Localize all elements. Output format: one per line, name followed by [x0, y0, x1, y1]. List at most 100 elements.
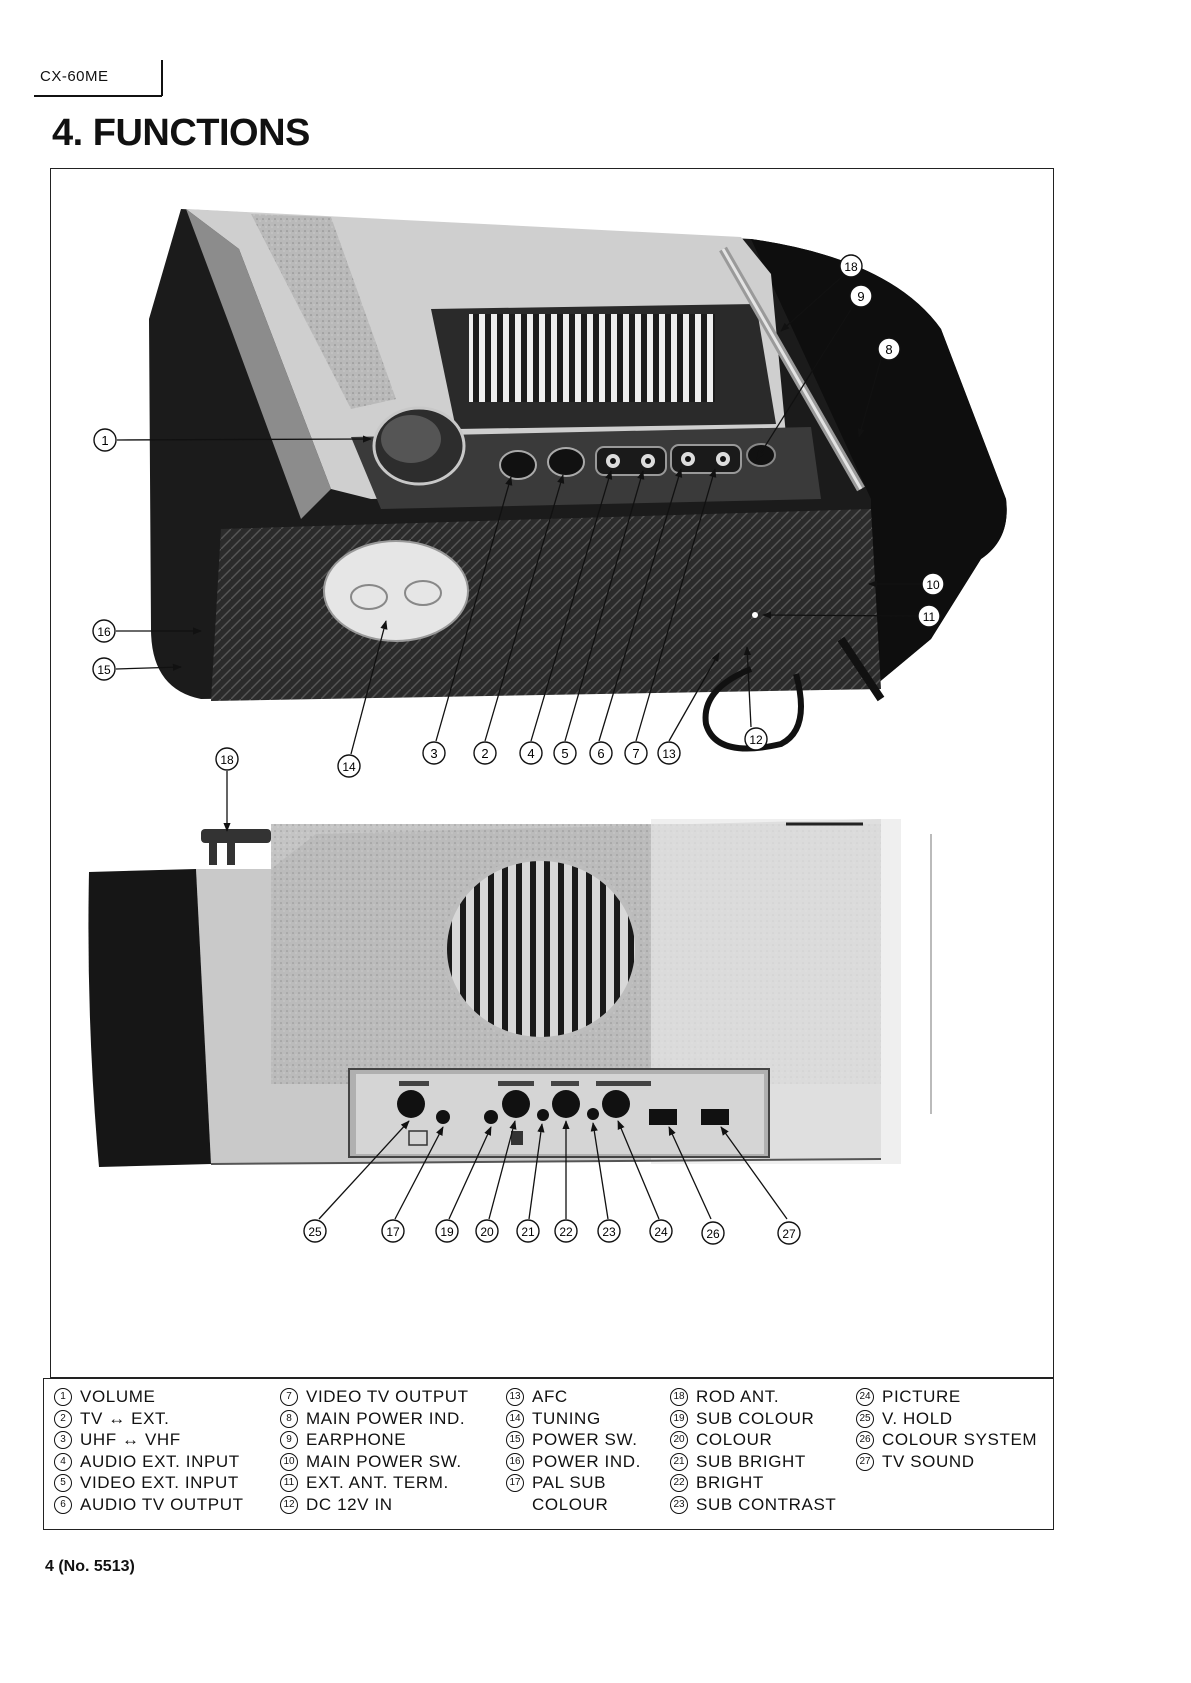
figure-illustration: 1 18 9 8 10 11 16 15 14 3 2 4 5 6 7 13 1… — [88, 209, 1007, 1245]
legend-label: BRIGHT — [696, 1473, 764, 1492]
legend-label: POWER IND. — [532, 1451, 641, 1471]
callout-25: 25 — [303, 1219, 327, 1243]
legend-number: 20 — [670, 1431, 688, 1449]
legend-label: PAL SUB — [532, 1473, 607, 1492]
callout-15: 15 — [92, 657, 116, 681]
legend-label: SUB CONTRAST — [696, 1494, 837, 1514]
legend-number: 25 — [856, 1409, 874, 1428]
tv-side-view — [88, 819, 932, 1167]
legend-number: 10 — [280, 1452, 298, 1471]
callout-4: 4 — [519, 741, 543, 765]
callout-24: 24 — [649, 1219, 673, 1243]
legend-label: UHF ↔ VHF — [80, 1430, 181, 1449]
top-leader-lines — [115, 273, 921, 832]
legend-number: 17 — [506, 1474, 524, 1492]
svg-text:6: 6 — [597, 746, 604, 761]
svg-text:11: 11 — [923, 610, 936, 624]
svg-text:1: 1 — [101, 433, 108, 448]
callout-20: 20 — [475, 1219, 499, 1243]
legend-number: 14 — [506, 1409, 524, 1428]
legend-number: 18 — [670, 1388, 688, 1406]
callout-13: 13 — [657, 741, 681, 765]
legend-label: VIDEO EXT. INPUT — [80, 1473, 239, 1492]
legend-number: 21 — [670, 1452, 688, 1471]
legend-number: 6 — [54, 1495, 72, 1514]
legend-item: 6 AUDIO TV OUTPUT — [54, 1495, 244, 1517]
svg-text:13: 13 — [662, 747, 676, 761]
model-tag: CX-60ME — [40, 68, 109, 85]
legend-number: 19 — [670, 1409, 688, 1428]
figure-frame: 1 18 9 8 10 11 16 15 14 3 2 4 5 6 7 13 1… — [50, 168, 1054, 1378]
legend-number: 26 — [856, 1431, 874, 1449]
legend-item: 14 TUNING — [506, 1409, 641, 1431]
legend-label: VOLUME — [80, 1387, 156, 1406]
legend-label: TV ↔ EXT. — [80, 1408, 170, 1428]
callout-27: 27 — [777, 1221, 801, 1245]
legend-label: MAIN POWER SW. — [306, 1451, 462, 1471]
legend-number: 11 — [280, 1474, 298, 1492]
svg-text:27: 27 — [782, 1227, 796, 1241]
svg-text:20: 20 — [480, 1225, 494, 1239]
svg-text:3: 3 — [430, 746, 437, 761]
legend-item: 17 PAL SUB — [506, 1473, 641, 1495]
legend-number: 5 — [54, 1474, 72, 1492]
svg-text:21: 21 — [521, 1225, 535, 1239]
callout-12: 12 — [744, 727, 768, 751]
legend-label: PICTURE — [882, 1387, 961, 1406]
legend-item: 3 UHF ↔ VHF — [54, 1430, 244, 1452]
legend-item: 11 EXT. ANT. TERM. — [280, 1473, 469, 1495]
svg-text:17: 17 — [386, 1225, 400, 1239]
callout-17: 17 — [381, 1219, 405, 1243]
legend-number: 13 — [506, 1388, 524, 1406]
callout-8: 8 — [877, 337, 901, 361]
svg-text:2: 2 — [481, 746, 488, 761]
svg-text:18: 18 — [220, 753, 234, 767]
legend-label: AUDIO EXT. INPUT — [80, 1451, 240, 1471]
legend-label: EXT. ANT. TERM. — [306, 1473, 449, 1492]
svg-text:8: 8 — [885, 342, 892, 357]
legend-number: 8 — [280, 1409, 298, 1428]
callout-6: 6 — [589, 741, 613, 765]
legend-item: 5 VIDEO EXT. INPUT — [54, 1473, 244, 1495]
legend-item: 4 AUDIO EXT. INPUT — [54, 1452, 244, 1474]
callout-5: 5 — [553, 741, 577, 765]
legend-label: COLOUR — [532, 1494, 609, 1514]
svg-text:14: 14 — [342, 760, 356, 774]
legend-label: TV SOUND — [882, 1451, 975, 1471]
legend-number: 22 — [670, 1474, 688, 1492]
svg-text:22: 22 — [559, 1225, 573, 1239]
svg-text:25: 25 — [308, 1225, 322, 1239]
legend-number: 7 — [280, 1388, 298, 1406]
svg-text:16: 16 — [97, 625, 111, 639]
legend-number: 3 — [54, 1431, 72, 1449]
callout-19: 19 — [435, 1219, 459, 1243]
legend-label: POWER SW. — [532, 1430, 638, 1449]
svg-text:10: 10 — [926, 578, 940, 592]
callout-markers: 1 18 9 8 10 11 16 15 14 3 2 4 5 6 7 13 1… — [92, 254, 945, 1245]
legend-label: SUB COLOUR — [696, 1408, 815, 1428]
legend-label: TUNING — [532, 1408, 601, 1428]
callout-21: 21 — [516, 1219, 540, 1243]
legend-label: SUB BRIGHT — [696, 1451, 806, 1471]
legend-item-continuation: COLOUR — [506, 1495, 641, 1517]
svg-text:18: 18 — [844, 260, 858, 274]
callout-11: 11 — [917, 604, 941, 628]
legend-number: 4 — [54, 1452, 72, 1471]
callout-23: 23 — [597, 1219, 621, 1243]
legend-label: EARPHONE — [306, 1430, 407, 1449]
legend-label: AUDIO TV OUTPUT — [80, 1494, 244, 1514]
